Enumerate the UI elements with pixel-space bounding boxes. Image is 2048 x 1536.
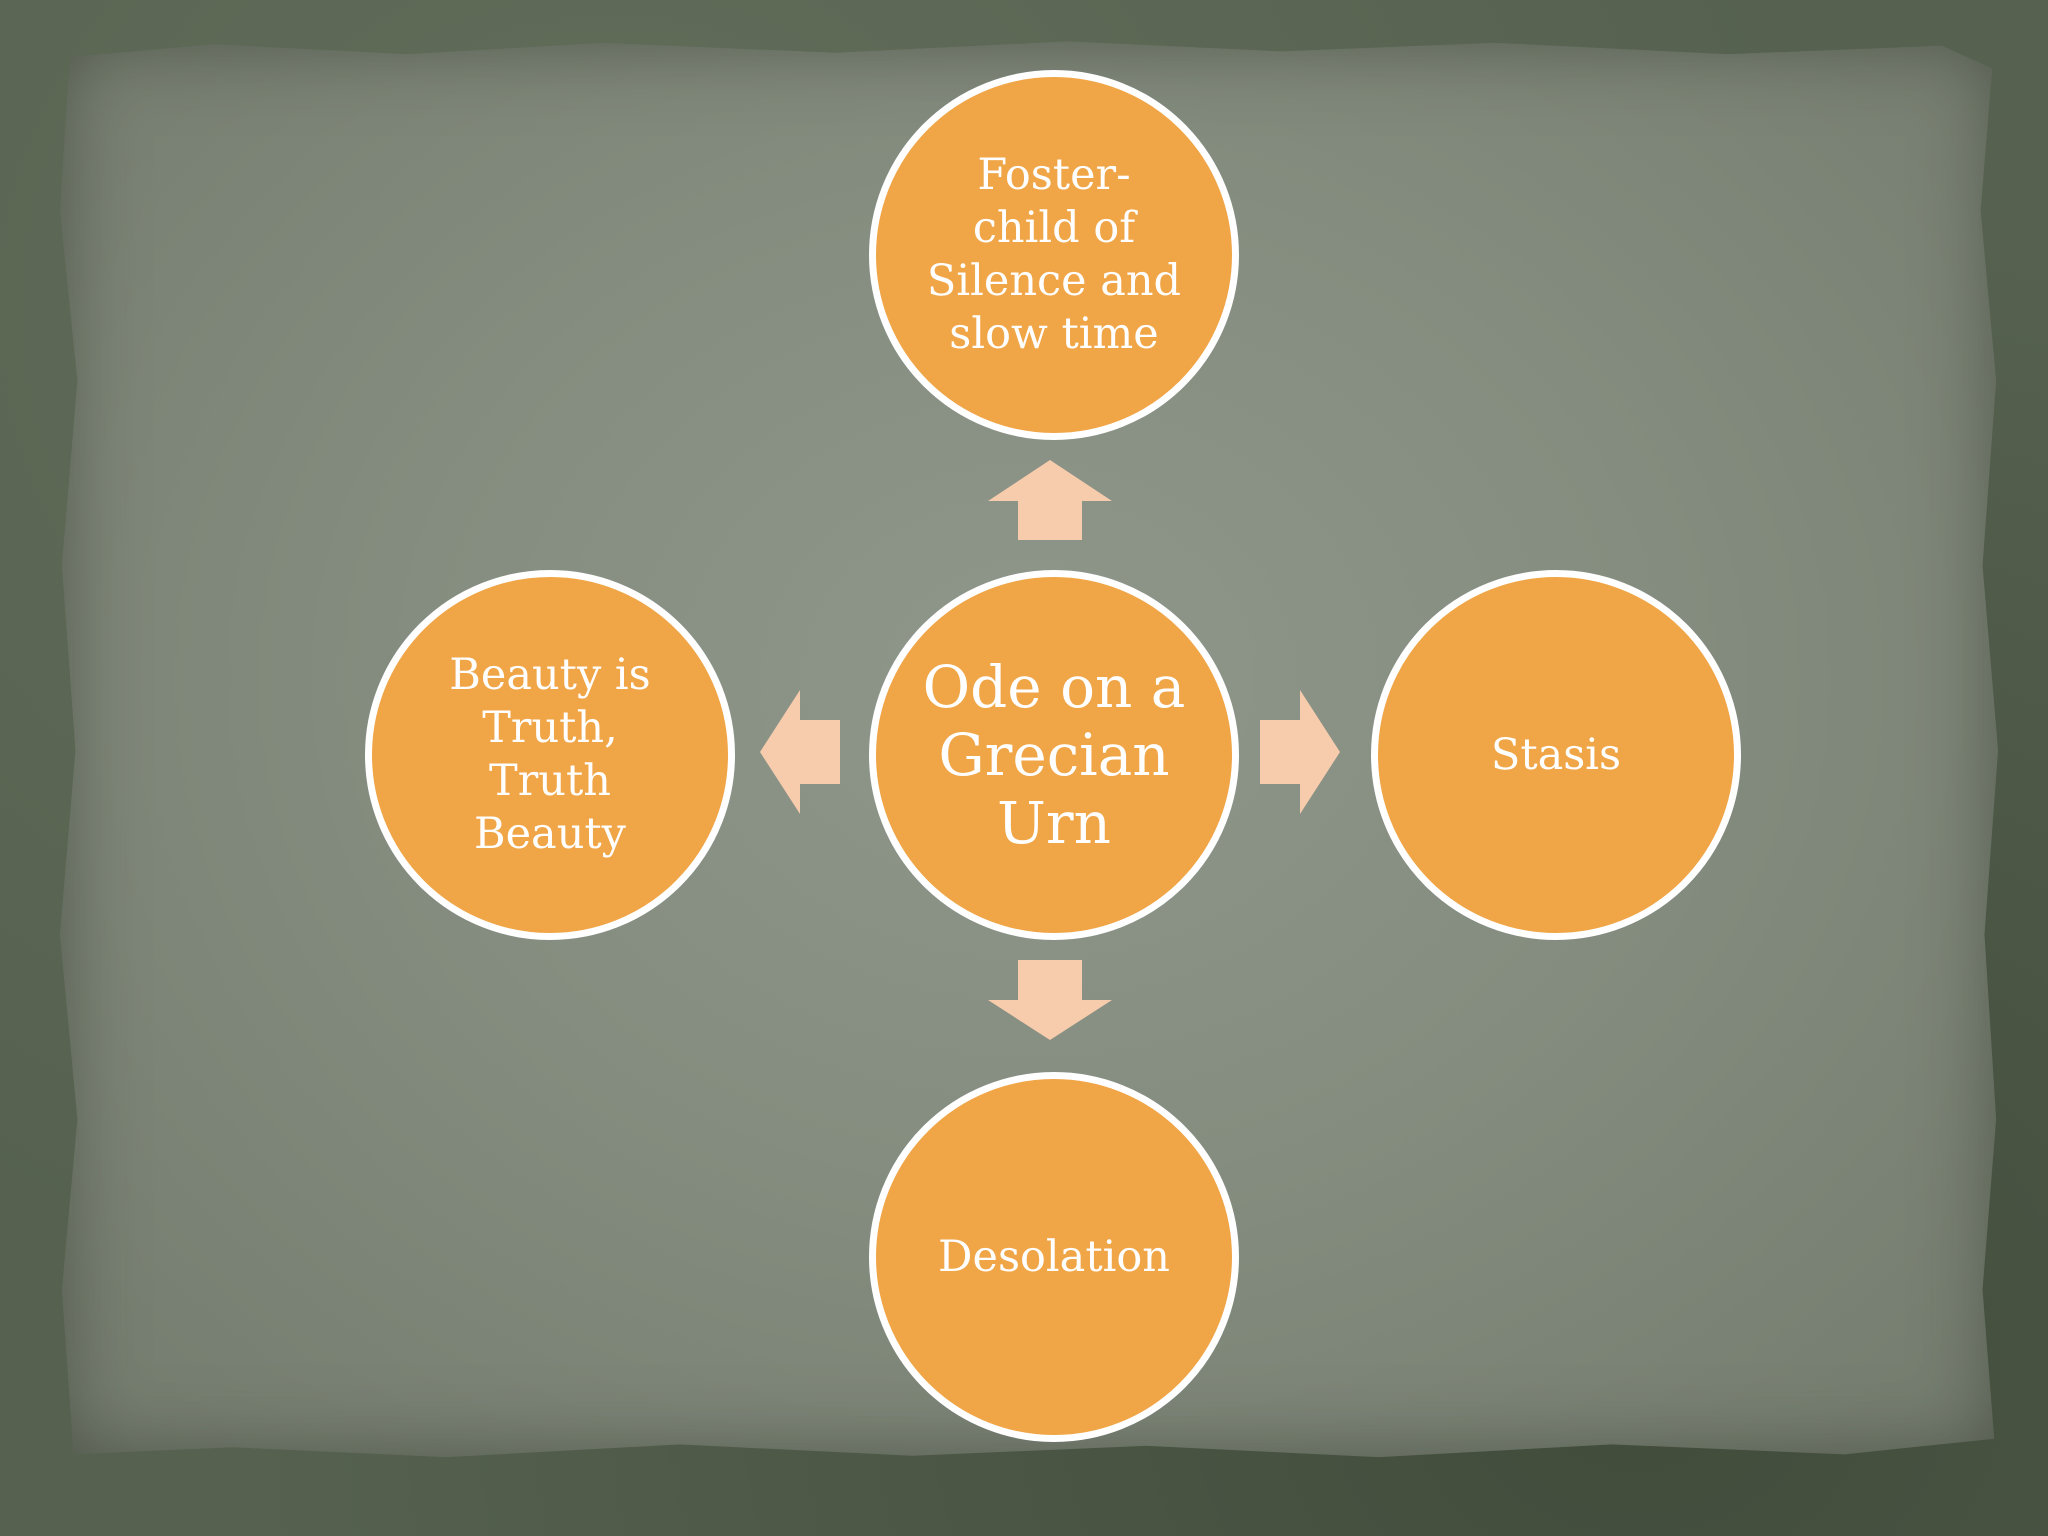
node-right-label: Stasis <box>1490 729 1622 780</box>
node-right: Stasis <box>1371 570 1741 940</box>
arrow-right-icon <box>1260 690 1340 814</box>
arrow-down-icon <box>988 960 1112 1040</box>
node-center: Ode on a Grecian Urn <box>869 570 1239 940</box>
arrow-up-icon <box>988 460 1112 540</box>
node-center-label: Ode on a Grecian Urn <box>922 653 1186 857</box>
node-left: Beauty is Truth, Truth Beauty <box>365 570 735 940</box>
node-left-label: Beauty is Truth, Truth Beauty <box>449 650 651 859</box>
node-top-label: Foster- child of Silence and slow time <box>926 150 1182 359</box>
node-bottom: Desolation <box>869 1072 1239 1442</box>
node-bottom-label: Desolation <box>938 1231 1170 1282</box>
arrow-left-icon <box>760 690 840 814</box>
node-top: Foster- child of Silence and slow time <box>869 70 1239 440</box>
